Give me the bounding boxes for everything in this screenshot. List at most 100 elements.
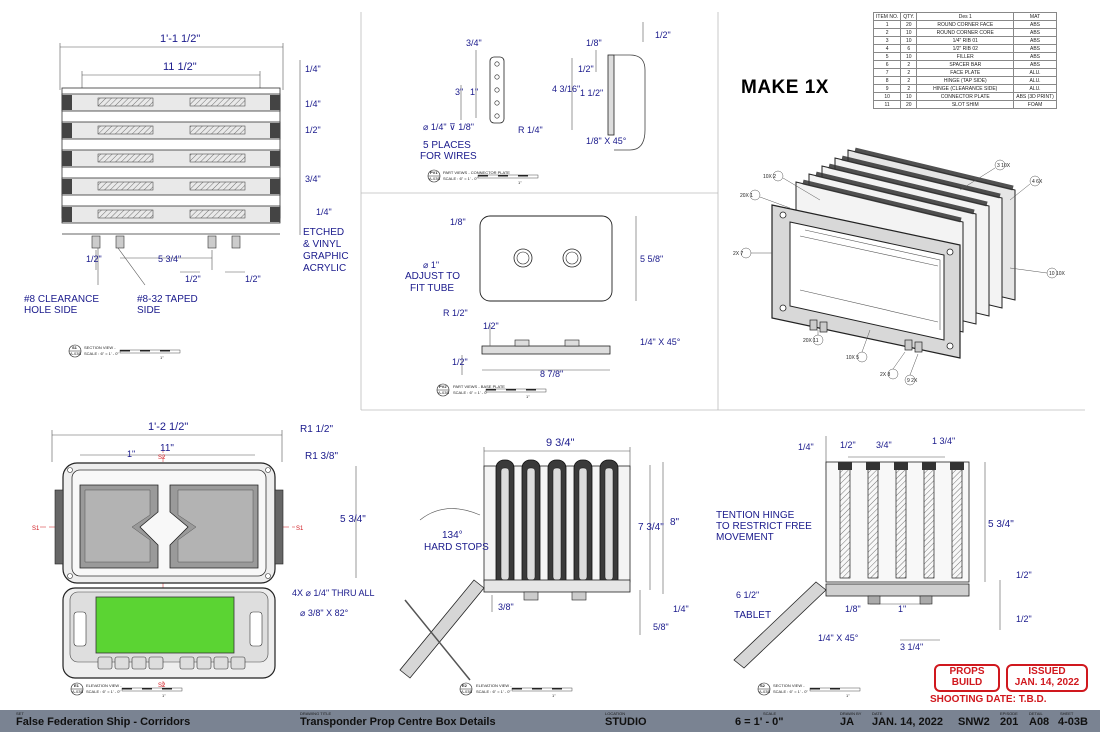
- part-view-pv1: 3/4" 3" 1" 1/8" 1/2" 1/2" 4 3/16" 1 1/2"…: [420, 22, 671, 185]
- title-sheet-caption: SHEET: [1060, 711, 1074, 716]
- bom-cell-qty: 2: [900, 84, 918, 93]
- make-quantity-label: MAKE 1X: [741, 77, 829, 98]
- iso-callout-5: 4 6X: [1032, 179, 1043, 185]
- pv2-dim-hole: ⌀ 1": [423, 260, 439, 270]
- bom-cell-item: 8: [872, 76, 902, 85]
- pv1-dim-g: 4 3/16": [552, 84, 580, 94]
- s1-dim-bottom-mid: 5 3/4": [158, 254, 181, 264]
- pv2-caption-scale: SCALE : 6" = 1' - 0": [453, 390, 488, 395]
- e2-dim-b1: 3/8": [498, 602, 514, 612]
- bom-cell-mat: ABS (3D PRINT): [1013, 92, 1057, 101]
- s2-tablet-dim: 6 1/2": [736, 590, 759, 600]
- s2-dim-e: 1/8": [845, 604, 861, 614]
- bom-cell-item: 9: [872, 84, 902, 93]
- s2-hinge-note-3: MOVEMENT: [716, 532, 774, 543]
- title-drawnby: JA: [840, 716, 855, 728]
- e1-caption-title: ELEVATION VIEW -: [86, 683, 122, 688]
- iso-callout-7: 20X 11: [803, 338, 819, 344]
- bom-cell-mat: ABS: [1013, 36, 1057, 45]
- section-view-s2: 1/4" 1/2" 3/4" 1 3/4" TENTION HINGE TO R…: [716, 436, 1032, 698]
- iso-callout-9: 2X 8: [880, 372, 891, 378]
- bom-header-row: ITEM NO. QTY. Des 1 MAT: [872, 12, 1057, 21]
- bom-header-desc: Des 1: [916, 12, 1015, 21]
- e2-caption-tag: E2: [462, 683, 468, 688]
- bom-cell-mat: ABS: [1013, 44, 1057, 53]
- s1-dim-right-5: 1/4": [316, 207, 332, 217]
- bom-cell-mat: ABS: [1013, 20, 1057, 29]
- s1-dim-inner-width: 11 1/2": [163, 61, 197, 73]
- bom-cell-desc: 1/2" RIB 02: [916, 44, 1015, 53]
- s1-dim-overall-width: 1'-1 1/2": [160, 33, 200, 45]
- part-view-pv2: 1/8" ⌀ 1" ADJUST TO FIT TUBE R 1/2" 5 5/…: [405, 215, 681, 399]
- e2-dim-h2: 8": [670, 517, 680, 528]
- s2-tablet-label: TABLET: [734, 610, 771, 621]
- e2-dim-h1: 7 3/4": [638, 522, 664, 533]
- title-block: SET False Federation Ship - Corridors DR…: [0, 710, 1100, 732]
- s2-caption-ref: A-03B: [759, 689, 770, 694]
- title-drawing: Transponder Prop Centre Box Details: [300, 716, 496, 728]
- bom-cell-item: 4: [872, 44, 902, 53]
- title-drawnby-caption: DRAWN BY: [840, 711, 862, 716]
- s2-dim-h2: 1/2": [1016, 614, 1032, 624]
- s2-dim-height: 5 3/4": [988, 519, 1014, 530]
- bom-cell-mat: ABS: [1013, 52, 1057, 61]
- bom-cell-qty: 10: [900, 92, 918, 101]
- bom-cell-mat: ALU.: [1013, 68, 1057, 77]
- s1-caption-ref: A-03B: [70, 351, 81, 356]
- s2-dim-c: 3/4": [876, 440, 892, 450]
- s1-etched-note-line3: GRAPHIC: [303, 251, 349, 262]
- title-scale: 6 = 1' - 0": [735, 716, 784, 728]
- pv2-caption: PV2 A-03B PART VIEWS - BASE PLATE SCALE …: [436, 383, 547, 399]
- s1-dim-right-2: 1/4": [305, 99, 321, 109]
- pv2-note-1: ADJUST TO: [405, 271, 460, 282]
- s2-caption-tag: S2: [760, 683, 766, 688]
- pv1-dim-e: 1/2": [655, 30, 671, 40]
- pv2-caption-tag: PV2: [439, 384, 447, 389]
- bom-cell-qty: 2: [900, 76, 918, 85]
- bom-cell-item: 2: [872, 28, 902, 37]
- iso-callout-10: 9 2X: [907, 378, 918, 384]
- bom-cell-item: 1: [872, 20, 902, 29]
- bom-cell-desc: SLOT SHIM: [916, 100, 1015, 109]
- pv2-note-2: FIT TUBE: [410, 283, 454, 294]
- s1-dim-bottom-right1: 1/2": [185, 274, 201, 284]
- iso-callout-8: 10X 5: [846, 355, 859, 361]
- s1-caption: S1 A-03B SECTION VIEW - SCALE : 6" = 1' …: [68, 344, 181, 360]
- pv1-note-1: 5 PLACES: [423, 140, 471, 151]
- s2-dim-i: 3 1/4": [900, 642, 923, 652]
- bom-cell-mat: ALU.: [1013, 84, 1057, 93]
- bom-header-item: ITEM NO.: [872, 12, 902, 21]
- s2-caption-scale-unit: 1": [846, 693, 850, 698]
- bom-cell-desc: HINGE (CLEARANCE SIDE): [916, 84, 1015, 93]
- e1-dim-r2: R1 3/8": [305, 451, 338, 462]
- e2-ring-inner: [500, 467, 614, 581]
- pv2-dim-thick2: 1/2": [452, 357, 468, 367]
- pv1-dim-j: R 1/4": [518, 125, 543, 135]
- title-episode-caption: EPISODE: [1000, 711, 1018, 716]
- title-drawing-caption: DRAWING TITLE: [300, 711, 332, 716]
- bom-cell-mat: ALU.: [1013, 76, 1057, 85]
- pv2-dim-width: 8 7/8": [540, 369, 563, 379]
- s1-etched-note-line2: & VINYL: [303, 239, 342, 250]
- s2-dim-chamfer: 1/4" X 45°: [818, 633, 859, 643]
- s1-dim-bottom-right2: 1/2": [245, 274, 261, 284]
- e1-dim-csk: ⌀ 3/8" X 82°: [300, 608, 349, 618]
- e1-tablet-screen: [95, 596, 235, 654]
- bom-header-qty: QTY.: [900, 12, 918, 21]
- s2-dim-d: 1 3/4": [932, 436, 955, 446]
- bom-header-mat: MAT: [1013, 12, 1057, 21]
- bom-cell-item: 11: [872, 100, 902, 109]
- e1-mark-s2-top: S2: [158, 455, 166, 461]
- pv2-caption-ref: A-03B: [438, 390, 449, 395]
- e2-open-tablet: [399, 579, 485, 681]
- s2-caption-title: SECTION VIEW -: [773, 683, 805, 688]
- bom-cell-desc: SPACER BAR: [916, 60, 1015, 69]
- e1-dim-second: 11": [160, 443, 174, 454]
- elevation-view-e1: 1'-2 1/2" 11" 1" R1 1/2" R1 3/8" 5 3/4" …: [32, 421, 375, 698]
- iso-studs: [809, 319, 923, 353]
